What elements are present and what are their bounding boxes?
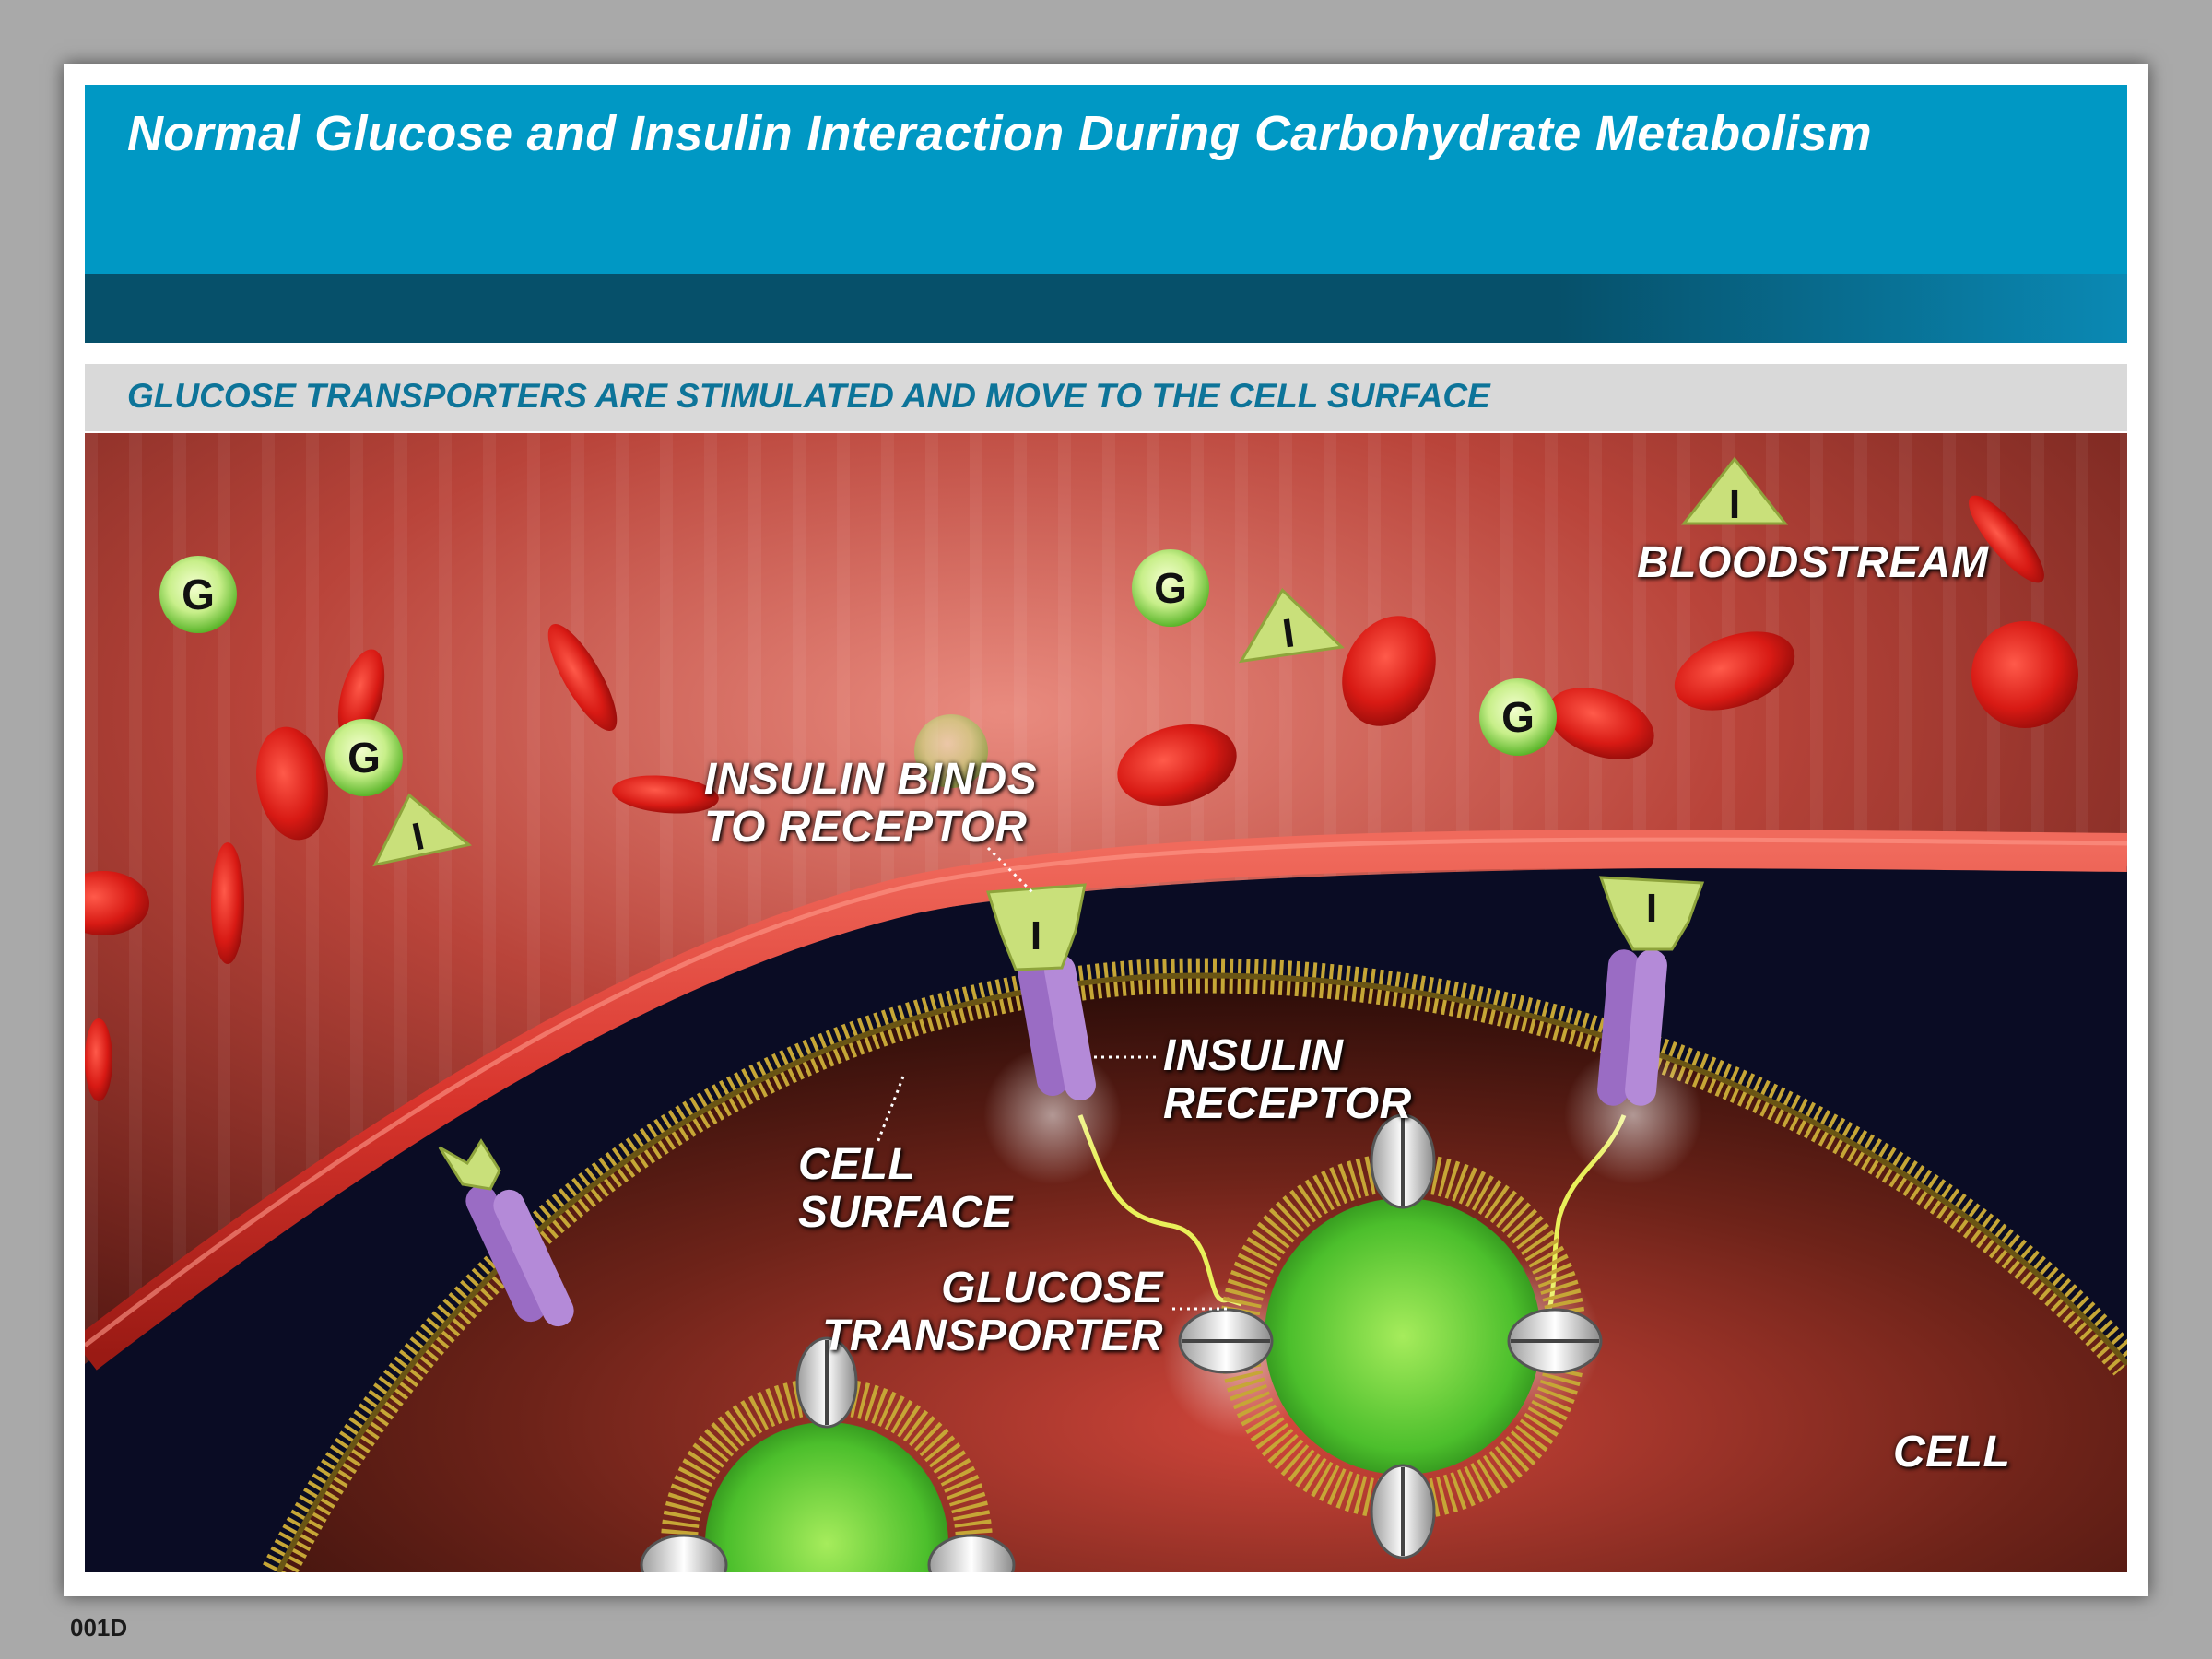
image-code: 001D xyxy=(70,1614,128,1641)
bloodstream-label: BLOODSTREAM xyxy=(1637,538,1989,587)
insulin-molecule: I xyxy=(1680,456,1789,527)
bound-insulin xyxy=(985,883,1087,971)
transporter-vesicle xyxy=(1178,1113,1603,1559)
glucose-transporter xyxy=(1370,1113,1436,1209)
cell-membrane-core xyxy=(276,972,2127,1572)
red-blood-cell xyxy=(547,623,618,732)
cell-surface-label: CELL SURFACE xyxy=(798,1141,1013,1237)
leader-line xyxy=(986,846,1036,896)
insulin-receptor-label-line: INSULIN xyxy=(1163,1031,1344,1080)
title-banner: Normal Glucose and Insulin Interaction D… xyxy=(85,85,2127,343)
page-subtitle: GLUCOSE TRANSPORTERS ARE STIMULATED AND … xyxy=(127,377,1490,415)
leader-line xyxy=(876,1076,905,1144)
glucose-transporter xyxy=(1507,1308,1603,1374)
transporter-vesicle xyxy=(640,1336,1016,1572)
insulin-receptor-label-line: RECEPTOR xyxy=(1163,1079,1412,1128)
cell-surface-label-line: SURFACE xyxy=(798,1188,1013,1237)
red-blood-cells xyxy=(85,495,2078,1101)
glucose-letter: G xyxy=(182,571,215,618)
insulin-binds-label-line: TO RECEPTOR xyxy=(704,803,1028,852)
glucose-transporter-label-line: GLUCOSE xyxy=(941,1264,1163,1312)
glucose-transporter-label: GLUCOSE TRANSPORTER xyxy=(822,1265,1163,1360)
insulin-binds-label: INSULIN BINDS TO RECEPTOR xyxy=(704,756,1037,852)
red-blood-cell xyxy=(85,1018,112,1101)
glucose-transporter-label-line: TRANSPORTER xyxy=(822,1312,1163,1360)
glucose-molecule: G xyxy=(325,719,403,796)
red-blood-cell xyxy=(1117,724,1237,806)
glucose-molecule: G xyxy=(1479,678,1557,756)
leader-lines xyxy=(876,846,1228,1311)
glucose-transporter xyxy=(1370,1464,1436,1559)
vessel-wall xyxy=(85,830,2127,1371)
insulin-binds-label-line: INSULIN BINDS xyxy=(704,755,1038,804)
red-blood-cell xyxy=(211,842,244,964)
metabolism-illustration: G G G G I I xyxy=(85,433,2127,1572)
title-banner-stripe xyxy=(85,274,2127,343)
red-blood-cell xyxy=(1342,616,1436,726)
insulin-receptor-label: INSULIN RECEPTOR xyxy=(1163,1032,1412,1128)
red-blood-cell xyxy=(1971,621,2078,728)
glucose-letter: G xyxy=(1154,564,1187,612)
insulin-receptor-bound: I xyxy=(985,883,1096,1101)
glucose-transporter xyxy=(795,1336,858,1429)
red-blood-cell xyxy=(1969,495,2044,583)
insulin-letter: I xyxy=(1646,886,1657,931)
red-blood-cell xyxy=(1674,631,1795,711)
insulin-molecule: I xyxy=(372,793,473,867)
glucose-letter: G xyxy=(1501,693,1535,741)
red-blood-cell xyxy=(256,726,328,841)
glucose-transporter xyxy=(927,1534,1016,1572)
red-blood-cell xyxy=(85,871,149,935)
cell-label: CELL xyxy=(1893,1428,2011,1477)
red-blood-cell xyxy=(337,649,385,743)
receptor-binding-site xyxy=(438,1138,501,1191)
vessel-wall-highlight xyxy=(85,837,2127,1347)
cell-surface-label-line: CELL xyxy=(798,1140,916,1189)
insulin-molecules: I I I xyxy=(372,456,1789,867)
glucose-molecule-faded xyxy=(914,714,988,788)
insulin-receptor-empty xyxy=(438,1138,574,1327)
glucose-transporter xyxy=(1178,1308,1274,1374)
illustration-canvas: G G G G I I xyxy=(85,433,2127,1572)
insulin-receptor-bound: I xyxy=(1597,876,1705,1106)
glucose-transporter xyxy=(640,1534,728,1572)
red-blood-cell xyxy=(1547,688,1654,759)
glucose-molecule: G xyxy=(159,556,237,633)
bound-insulin xyxy=(1598,876,1705,951)
glucose-molecule: G xyxy=(1132,549,1209,627)
glucose-molecules: G G G G xyxy=(159,549,1557,796)
insulin-letter: I xyxy=(1030,913,1041,959)
glucose-letter: G xyxy=(347,734,381,782)
page-title: Normal Glucose and Insulin Interaction D… xyxy=(127,106,1872,161)
insulin-letter: I xyxy=(1729,482,1740,527)
subtitle-banner: GLUCOSE TRANSPORTERS ARE STIMULATED AND … xyxy=(85,364,2127,431)
red-blood-cell xyxy=(612,775,719,814)
insulin-molecule: I xyxy=(1238,587,1345,664)
